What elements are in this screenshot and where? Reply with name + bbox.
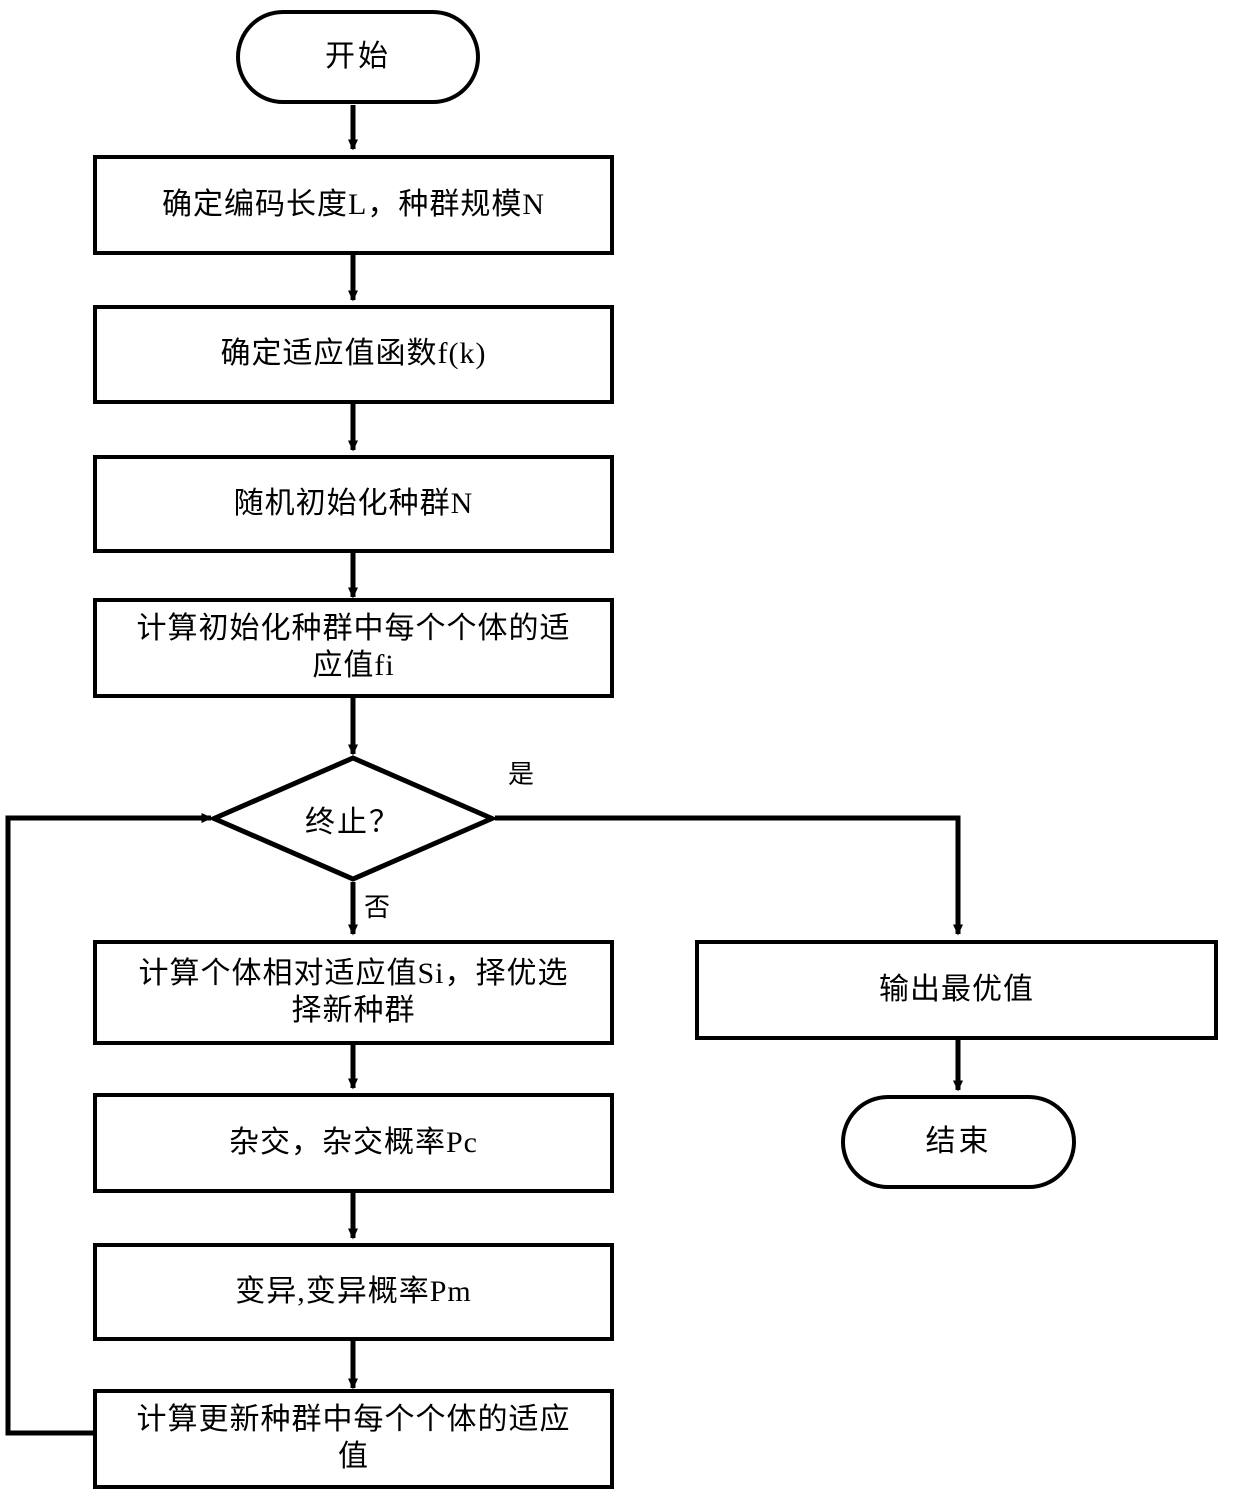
node-calc-updated-fitness[interactable]: 计算更新种群中每个个体的适应 值 bbox=[93, 1389, 614, 1489]
node-init-population-label: 随机初始化种群N bbox=[233, 486, 474, 520]
node-select-population[interactable]: 计算个体相对适应值Si，择优选 择新种群 bbox=[93, 940, 614, 1045]
decision-diamond-shape bbox=[211, 755, 495, 882]
node-start[interactable]: 开始 bbox=[236, 10, 480, 104]
node-params-label: 确定编码长度L，种群规模N bbox=[162, 187, 545, 221]
node-init-population[interactable]: 随机初始化种群N bbox=[93, 455, 614, 553]
node-output-optimum-label: 输出最优值 bbox=[879, 972, 1034, 1006]
node-fitness-function[interactable]: 确定适应值函数f(k) bbox=[93, 305, 614, 404]
node-end-label: 结束 bbox=[925, 1124, 992, 1158]
node-mutation[interactable]: 变异,变异概率Pm bbox=[93, 1243, 614, 1341]
node-terminate-decision-label: 终止？ bbox=[305, 805, 401, 839]
node-fitness-function-label: 确定适应值函数f(k) bbox=[220, 337, 487, 371]
node-end[interactable]: 结束 bbox=[841, 1095, 1076, 1189]
node-crossover-label: 杂交，杂交概率Pc bbox=[229, 1125, 478, 1159]
edge-label-no: 否 bbox=[364, 893, 391, 922]
node-crossover[interactable]: 杂交，杂交概率Pc bbox=[93, 1093, 614, 1193]
node-output-optimum[interactable]: 输出最优值 bbox=[695, 940, 1218, 1040]
node-terminate-decision[interactable]: 终止？ bbox=[211, 755, 495, 882]
node-select-population-label: 计算个体相对适应值Si，择优选 择新种群 bbox=[138, 956, 569, 1027]
node-params[interactable]: 确定编码长度L，种群规模N bbox=[93, 155, 614, 255]
node-calc-initial-fitness-label: 计算初始化种群中每个个体的适 应值fi bbox=[136, 612, 571, 682]
node-calc-updated-fitness-label: 计算更新种群中每个个体的适应 值 bbox=[136, 1403, 571, 1473]
node-calc-initial-fitness[interactable]: 计算初始化种群中每个个体的适 应值fi bbox=[93, 598, 614, 698]
edge-terminate-output bbox=[495, 815, 963, 936]
node-start-label: 开始 bbox=[325, 39, 391, 73]
edge-label-yes: 是 bbox=[508, 760, 535, 789]
node-mutation-label: 变异,变异概率Pm bbox=[235, 1274, 472, 1308]
